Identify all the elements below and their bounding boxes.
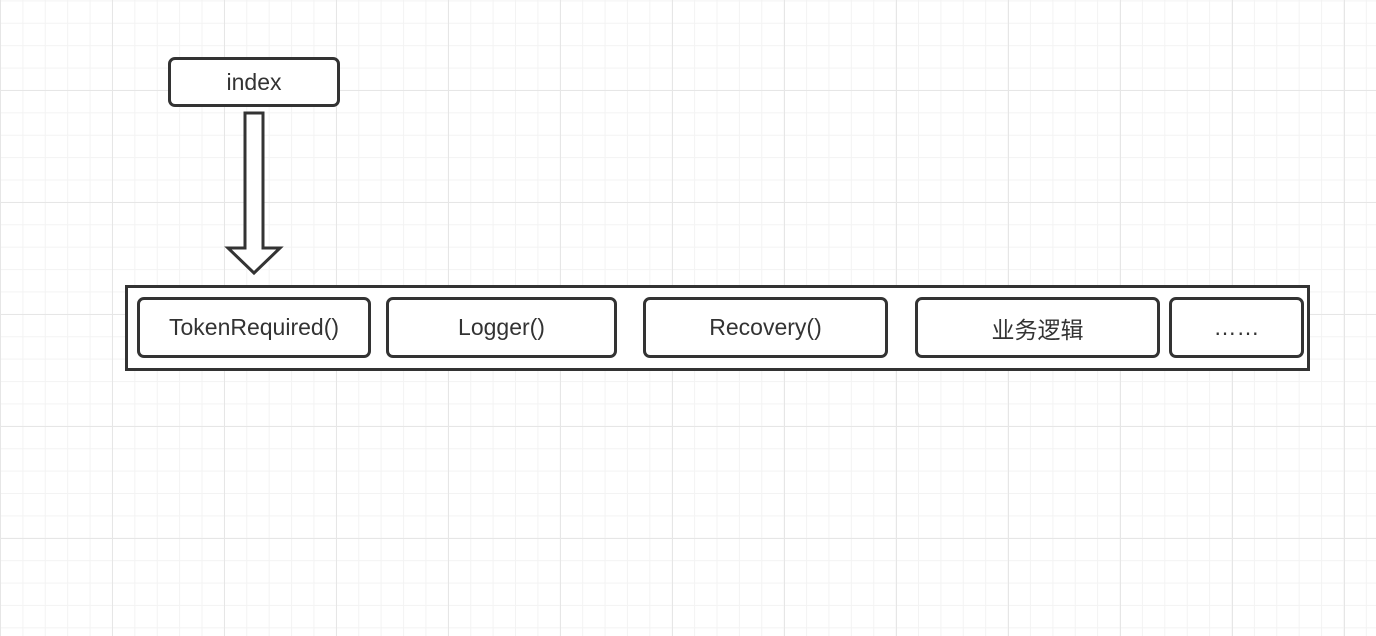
down-arrow-icon: [224, 111, 284, 276]
handler-label: Recovery(): [709, 314, 822, 340]
index-label: index: [226, 68, 282, 95]
handler-label: TokenRequired(): [168, 314, 340, 340]
handler-logger: Logger(): [386, 297, 617, 358]
handler-label: 业务逻辑: [991, 316, 1084, 343]
handler-ellipsis: ……: [1169, 297, 1304, 358]
handler-token-required: TokenRequired(): [137, 297, 371, 358]
handler-label: Logger(): [458, 314, 545, 340]
handler-recovery: Recovery(): [643, 297, 888, 358]
index-pointer-box: index: [168, 57, 340, 107]
handler-label: ……: [1213, 314, 1260, 340]
handler-business-logic: 业务逻辑: [915, 297, 1160, 358]
